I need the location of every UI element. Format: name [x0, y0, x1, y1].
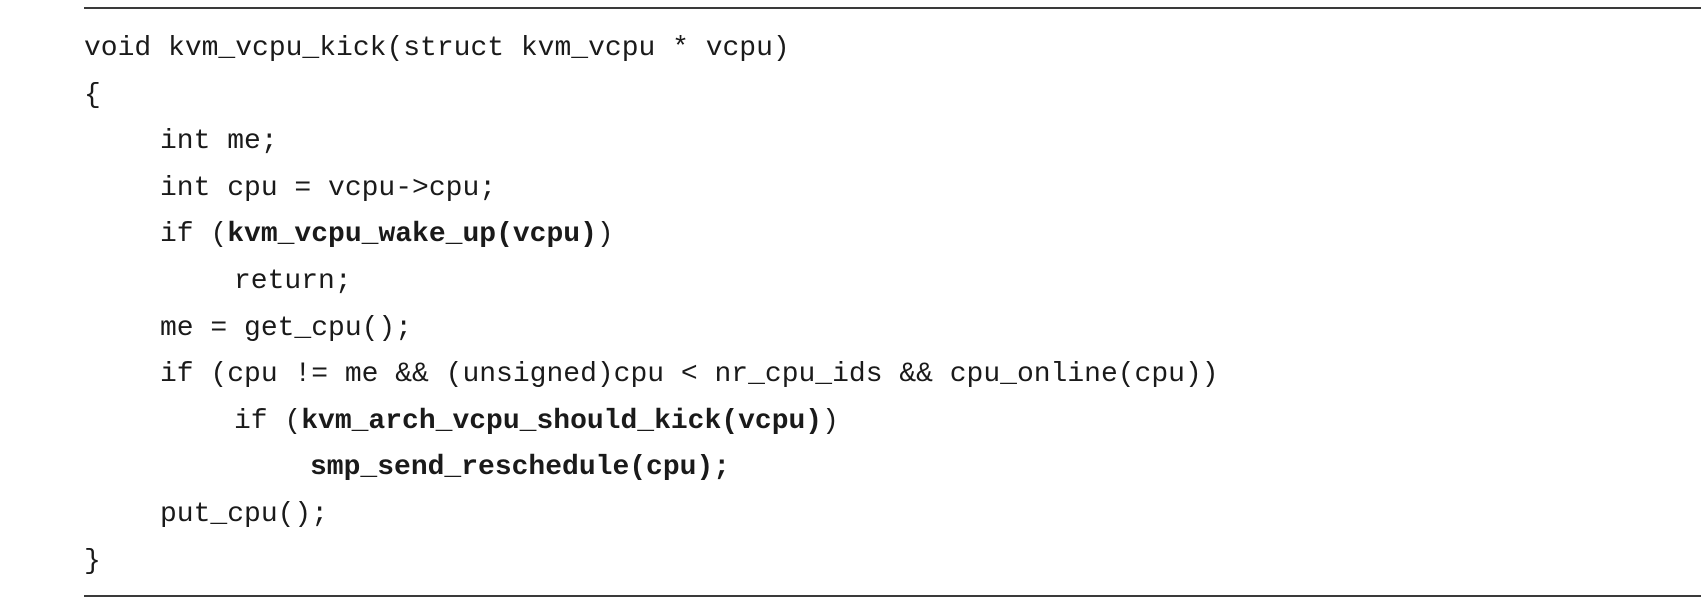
- code-line: if (cpu != me && (unsigned)cpu < nr_cpu_…: [84, 352, 1219, 399]
- code-line: if (kvm_arch_vcpu_should_kick(vcpu)): [84, 399, 1219, 446]
- code-text: int me;: [160, 126, 278, 158]
- code-text: int cpu = vcpu->cpu;: [160, 172, 497, 204]
- code-line: }: [84, 539, 1219, 586]
- code-line: int me;: [84, 119, 1219, 166]
- code-line: {: [84, 73, 1219, 120]
- code-text-bold: smp_send_reschedule(cpu);: [310, 452, 731, 484]
- code-text-bold: kvm_arch_vcpu_should_kick(vcpu): [301, 405, 823, 437]
- code-text: me = get_cpu();: [160, 312, 413, 344]
- code-line: int cpu = vcpu->cpu;: [84, 166, 1219, 213]
- code-listing: void kvm_vcpu_kick(struct kvm_vcpu * vcp…: [84, 26, 1219, 585]
- code-text: put_cpu();: [160, 498, 329, 530]
- code-text: return;: [234, 265, 352, 297]
- code-text: void kvm_vcpu_kick(struct kvm_vcpu * vcp…: [84, 33, 790, 64]
- bottom-rule: [84, 595, 1701, 597]
- code-text: if (: [234, 405, 302, 437]
- code-line: if (kvm_vcpu_wake_up(vcpu)): [84, 212, 1219, 259]
- code-text: }: [84, 545, 101, 577]
- code-text: {: [84, 79, 101, 111]
- code-text: ): [596, 219, 614, 251]
- code-text-bold: kvm_vcpu_wake_up(vcpu): [227, 219, 597, 251]
- code-text: ): [822, 405, 839, 437]
- code-line: put_cpu();: [84, 492, 1219, 539]
- code-line: me = get_cpu();: [84, 306, 1219, 353]
- code-line: void kvm_vcpu_kick(struct kvm_vcpu * vcp…: [84, 26, 1219, 73]
- code-line: smp_send_reschedule(cpu);: [84, 445, 1219, 492]
- code-text: if (cpu != me && (unsigned)cpu < nr_cpu_…: [160, 359, 1219, 391]
- code-line: return;: [84, 259, 1219, 306]
- top-rule: [84, 7, 1701, 9]
- code-text: if (: [160, 219, 228, 251]
